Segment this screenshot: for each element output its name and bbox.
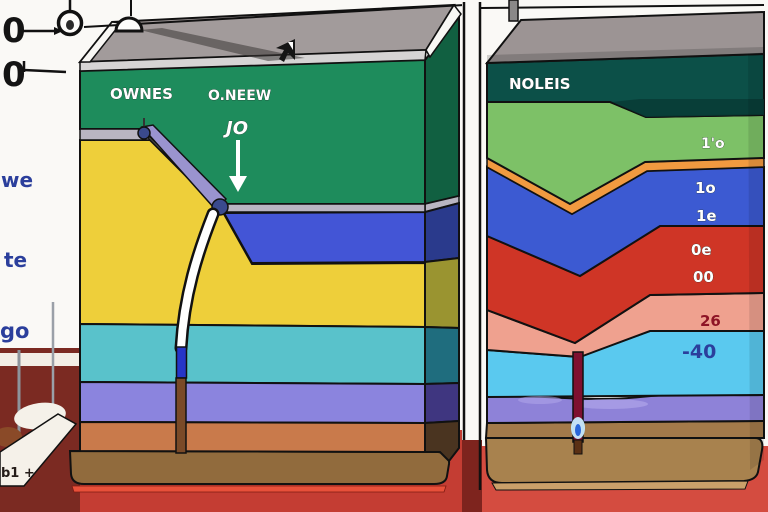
margin-label-2: te: [4, 248, 27, 272]
top-face-shadow: [140, 28, 305, 61]
right-cyan-label: -40: [682, 341, 716, 363]
right-red-label-2: 00: [693, 268, 714, 286]
left-layer-orange-brown: [79, 420, 426, 454]
right-frame-top-line: [480, 4, 765, 9]
right-base-slab: [484, 437, 764, 485]
well-tube: [177, 210, 217, 352]
well-rod-brown: [175, 377, 187, 454]
right-top-face: [484, 10, 765, 65]
axis-zero-mid: 0: [2, 55, 26, 95]
right-side-shade: [748, 52, 764, 470]
right-red-label-1: 0e: [691, 241, 712, 259]
pin-dot: [66, 20, 74, 30]
left-top-edge-strip: [79, 49, 427, 72]
left-layer-blue: [222, 210, 426, 265]
margin-label-3: go: [0, 319, 29, 343]
left-side-periwinkle: [424, 381, 460, 425]
panel-gap-floor: [462, 440, 482, 512]
knob-icon: [137, 126, 151, 140]
down-arrow-head: [229, 176, 247, 192]
top-right-white-wedge: [425, 3, 462, 59]
axis-zero-top: 0: [2, 11, 26, 51]
left-layer-teal: [79, 322, 426, 386]
surface-label-2: O.NEEW: [208, 88, 271, 104]
left-side-teal: [424, 325, 460, 386]
right-top-label: NOLEIS: [509, 75, 571, 93]
white-stripe: [0, 353, 80, 366]
axis-bracket-line: [22, 61, 67, 74]
left-band-lavender: [140, 124, 228, 211]
sediment-wisp: [518, 396, 562, 404]
left-side-yellow: [424, 256, 460, 330]
left-base-slab: [68, 449, 451, 485]
right-top-face-shade: [487, 47, 764, 63]
left-layer-periwinkle: [79, 380, 426, 425]
corner-label: b1 +: [1, 466, 35, 481]
dome-icon: [114, 16, 144, 33]
left-floor-bright-strip: [71, 485, 447, 493]
surface-label-1: OWNES: [110, 85, 173, 103]
sediment-wisp: [572, 399, 648, 409]
left-side-blue: [424, 201, 460, 264]
cursor-notch: [288, 42, 293, 50]
left-band-gray: [79, 128, 152, 141]
antenna-icon: [508, 0, 519, 22]
left-band-gray-right: [213, 203, 426, 213]
right-blue-label-1: 1o: [695, 179, 716, 197]
right-green-label: 1'o: [701, 136, 725, 152]
right-base-strip: [491, 480, 749, 491]
pipe-tip: [573, 439, 583, 455]
left-frame-top-line: [83, 4, 465, 28]
well-screen-blue: [175, 346, 188, 379]
margin-label-1: we: [1, 168, 33, 192]
dark-teal-step-shadow: [612, 99, 764, 117]
panel-gap: [462, 0, 482, 512]
axis-arrow-head: [54, 27, 63, 35]
pipe-glow-core: [575, 424, 581, 436]
right-salmon-label: 26: [700, 312, 721, 330]
white-wedge: [0, 413, 78, 487]
arrow-label: JO: [223, 118, 248, 139]
right-blue-label-2: 1e: [696, 207, 717, 225]
